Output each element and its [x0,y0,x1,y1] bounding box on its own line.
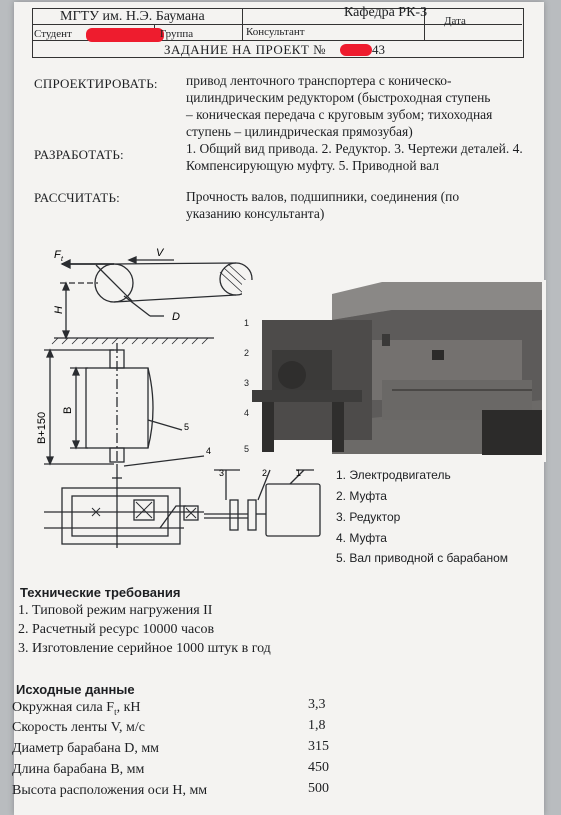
section-text-design: привод ленточного транспортера с коничес… [186,73,493,139]
input-row-value: 450 [308,760,329,775]
legend-item: 1. Электродвигатель [336,468,451,482]
date-label: Дата [444,15,466,27]
section-label-design: СПРОЕКТИРОВАТЬ: [34,76,158,91]
redacted-student-name [86,28,164,42]
university-name: МГТУ им. Н.Э. Баумана [60,9,205,24]
header-border [32,8,524,58]
header-divider [242,8,243,40]
photo-label-4: 4 [244,408,250,418]
legend-item: 2. Муфта [336,489,387,503]
section-label-calculate: РАССЧИТАТЬ: [34,190,120,205]
scheme-label-1: 1 [296,468,301,478]
group-label: Группа [160,28,194,40]
input-row-name: Длина барабана B, мм [12,762,145,777]
input-row-name: Высота расположения оси H, мм [12,783,208,798]
input-row-value: 3,3 [308,697,326,712]
tech-requirement-item: 3. Изготовление серийное 1000 штук в год [18,641,271,656]
legend-item: 3. Редуктор [336,510,401,524]
tech-requirement-item: 1. Типовой режим нагружения II [18,603,213,618]
tech-requirements-title: Технические требования [20,585,181,600]
task-number-suffix: 43 [372,42,385,57]
scheme-label-4: 4 [206,446,211,456]
section-text-develop: 1. Общий вид привода. 2. Редуктор. 3. Че… [186,141,523,173]
ft-subscript: t [61,256,64,263]
tech-requirement-item: 2. Расчетный ресурс 10000 часов [18,622,215,637]
input-row-value: 315 [308,739,329,754]
section-text-calculate: Прочность валов, подшипники, соединения … [186,189,460,221]
photo-label-2: 2 [244,348,250,358]
scheme-label-3: 3 [219,468,224,478]
consultant-label: Консультант [246,26,305,38]
photo-label-1: 1 [244,318,250,328]
drive-photo: 1 2 3 4 5 [242,280,546,462]
photo-label-5: 5 [244,444,250,454]
b-label: B [62,407,74,414]
header-divider [32,24,522,25]
input-data-title: Исходные данные [16,682,135,697]
student-label: Студент [34,28,72,40]
legend-item: 4. Муфта [336,531,387,545]
input-row-value: 1,8 [308,718,326,733]
scheme-label-2: 2 [262,468,267,478]
ft-label: F [54,249,62,261]
assignment-sheet: МГТУ им. Н.Э. Баумана Кафедра РК-3 Студе… [12,2,546,815]
v-label: V [156,247,165,259]
task-title: ЗАДАНИЕ НА ПРОЕКТ № [164,42,327,57]
input-row-value: 500 [308,781,329,796]
h-label: H [53,306,65,314]
section-label-develop: РАЗРАБОТАТЬ: [34,147,124,162]
department-name: Кафедра РК-3 [344,5,428,20]
input-row-name: Скорость ленты V, м/с [12,720,145,735]
photo-label-3: 3 [244,378,250,388]
header-divider [424,8,425,40]
d-label: D [172,311,180,323]
legend-item: 5. Вал приводной с барабаном [336,551,508,565]
scheme-label-5: 5 [184,422,189,432]
input-row-name: Диаметр барабана D, мм [12,741,160,756]
b150-label: B+150 [36,412,48,444]
header-divider [32,40,522,41]
input-row-name: Окружная сила Ft, кН [12,700,141,717]
redacted-task-number [340,44,372,56]
kinematic-scheme: F t V H D B+150 B 5 4 3 2 1 [36,247,321,548]
